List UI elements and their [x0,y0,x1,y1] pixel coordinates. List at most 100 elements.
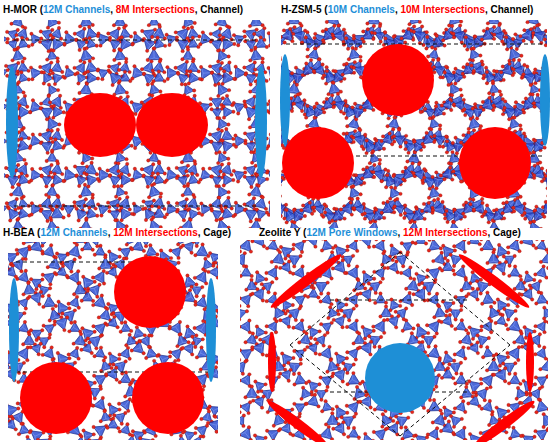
oxygen-atom [228,61,231,64]
oxygen-atom [77,184,80,187]
oxygen-atom [183,185,186,188]
oxygen-atom [197,181,200,184]
oxygen-atom [39,102,42,105]
tetrahedron-edge [269,202,280,214]
oxygen-atom [117,0,120,2]
oxygen-atom [63,100,66,103]
oxygen-atom [67,214,70,217]
oxygen-atom [65,65,68,68]
oxygen-atom [86,70,89,73]
oxygen-atom [215,151,218,154]
oxygen-atom [17,61,20,64]
oxygen-atom [219,67,222,70]
oxygen-atom [152,163,155,166]
oxygen-atom [23,158,26,161]
oxygen-atom [117,68,120,71]
oxygen-atom [190,26,193,29]
oxygen-atom [181,49,184,52]
oxygen-atom [10,22,13,25]
oxygen-atom [278,141,281,144]
oxygen-atom [243,166,246,169]
oxygen-atom [30,0,33,1]
oxygen-atom [244,105,247,108]
oxygen-atom [209,97,212,100]
oxygen-atom [174,31,177,34]
oxygen-atom [217,60,220,63]
oxygen-atom [95,173,98,176]
oxygen-atom [142,174,145,177]
oxygen-atom [256,8,259,11]
oxygen-atom [51,140,54,143]
oxygen-atom [264,207,267,210]
oxygen-atom [208,65,211,68]
oxygen-atom [126,195,129,198]
oxygen-atom [22,91,25,94]
oxygen-atom [210,108,213,111]
tetrahedron [255,0,268,6]
oxygen-atom [210,71,213,74]
oxygen-atom [27,180,30,183]
oxygen-atom [201,31,204,34]
oxygen-atom [118,197,121,200]
oxygen-atom [27,69,30,72]
oxygen-atom [198,77,201,80]
oxygen-atom [202,167,205,170]
oxygen-atom [24,26,27,29]
oxygen-atom [250,161,253,164]
oxygen-atom [15,197,18,200]
oxygen-atom [96,77,99,80]
oxygen-atom [227,55,230,58]
oxygen-atom [253,61,256,64]
oxygen-atom [293,126,296,129]
oxygen-atom [140,167,143,170]
oxygen-atom [79,59,82,62]
oxygen-atom [39,30,42,33]
oxygen-atom [236,112,239,115]
oxygen-atom [128,70,131,73]
oxygen-atom [0,167,1,170]
oxygen-atom [6,37,9,40]
tetrahedron [267,31,282,47]
oxygen-atom [75,174,78,177]
oxygen-atom [85,82,88,85]
oxygen-atom [193,195,196,198]
oxygen-atom [31,43,34,46]
oxygen-atom [87,185,90,188]
oxygen-atom [234,0,237,1]
oxygen-atom [99,44,102,47]
oxygen-atom [189,70,192,73]
oxygen-atom [101,77,104,80]
oxygen-atom [20,128,23,131]
oxygen-atom [52,104,55,107]
oxygen-atom [151,172,154,175]
oxygen-atom [216,49,219,52]
oxygen-atom [254,4,257,7]
tetrahedron-face [211,142,223,153]
oxygen-atom [16,72,19,75]
oxygen-atom [83,27,86,30]
oxygen-atom [18,116,21,119]
tetrahedron [182,14,196,29]
oxygen-atom [187,82,190,85]
oxygen-atom [159,195,162,198]
oxygen-atom [20,196,23,199]
oxygen-atom [158,25,161,28]
oxygen-atom [49,137,52,140]
tetrahedron-edge [255,3,268,14]
oxygen-atom [62,75,65,78]
oxygen-atom [265,177,268,180]
oxygen-atom [156,172,159,175]
oxygen-atom [26,105,29,108]
oxygen-atom [46,151,49,154]
oxygen-atom [65,31,68,34]
oxygen-atom [153,28,156,31]
oxygen-atom [106,201,109,204]
oxygen-atom [180,160,183,163]
oxygen-atom [17,81,20,84]
oxygen-atom [47,195,50,198]
oxygen-atom [267,66,270,69]
oxygen-atom [199,65,202,68]
oxygen-atom [133,167,136,170]
oxygen-atom [60,37,63,40]
oxygen-atom [265,79,268,82]
